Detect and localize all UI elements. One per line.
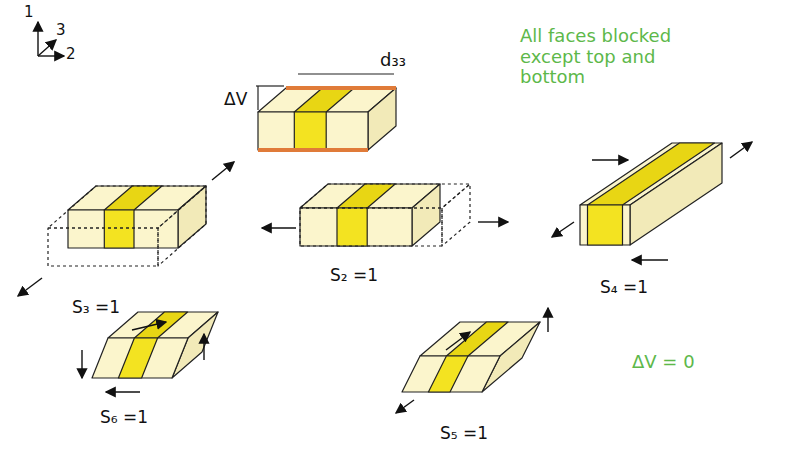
- strain-arrow: [132, 322, 166, 330]
- electrode-stripe: [337, 208, 367, 246]
- electrode-stripe: [134, 312, 187, 338]
- electrode-stripe: [294, 88, 354, 112]
- strain-arrow: [38, 55, 64, 56]
- strain-label: S₆ =1: [100, 408, 148, 428]
- electrode-stripe: [294, 112, 326, 150]
- strain-arrow: [212, 162, 234, 180]
- electrode-stripe: [428, 356, 468, 392]
- strain-label: S₃ =1: [72, 298, 120, 318]
- deformed-outline: [48, 228, 158, 266]
- strain-arrow: [81, 350, 82, 378]
- block-front-face: [68, 210, 178, 248]
- delta-v-bracket: [257, 86, 258, 110]
- block-front-face: [402, 356, 500, 392]
- strain-arrow: [203, 334, 204, 360]
- strain-arrow: [106, 391, 140, 392]
- electrode-stripe: [588, 205, 623, 245]
- electrode-stripe: [104, 186, 162, 210]
- strain-arrow: [262, 227, 296, 228]
- block-front-face: [300, 208, 412, 246]
- strain-arrow: [552, 222, 574, 237]
- strain-arrow: [446, 332, 470, 350]
- d33-bracket: [298, 73, 394, 74]
- strain-arrow: [632, 259, 668, 260]
- axis-label: 1: [24, 4, 34, 21]
- strain-label: S₅ =1: [440, 424, 488, 444]
- strain-arrow: [478, 221, 508, 222]
- block-front-face: [258, 112, 368, 150]
- block-front-face: [92, 338, 188, 378]
- axis-label: 3: [56, 22, 66, 39]
- delta-v-bracket: [256, 85, 284, 86]
- block-side-face: [178, 186, 206, 248]
- strain-arrow: [592, 159, 628, 160]
- deformed-outline: [442, 184, 470, 246]
- block-side-face: [412, 184, 440, 246]
- electrode-stripe: [118, 338, 157, 378]
- strain-arrow: [547, 308, 548, 332]
- top-electrode: [286, 86, 396, 90]
- deformed-outline: [300, 208, 442, 246]
- deformed-outline: [300, 184, 470, 208]
- coefficient-label: d₃₃: [380, 50, 406, 71]
- electrode-stripe: [588, 143, 715, 205]
- electrode-stripe: [446, 322, 508, 356]
- deformed-outline: [158, 186, 206, 266]
- deformed-outline: [48, 186, 206, 228]
- strain-arrow: [18, 278, 42, 296]
- strain-label: S₂ =1: [330, 266, 378, 286]
- bottom-electrode: [258, 148, 368, 152]
- condition-note: All faces blocked except top and bottom: [520, 26, 726, 88]
- strain-label: S₄ =1: [600, 278, 648, 298]
- strain-arrow: [37, 22, 38, 56]
- strain-arrow: [396, 400, 414, 413]
- block-side-face: [368, 88, 396, 150]
- electrode-stripe: [337, 184, 395, 208]
- voltage-label: ΔV: [224, 90, 247, 110]
- electrode-stripe: [104, 210, 134, 248]
- block-front-face: [580, 205, 630, 245]
- condition-note: ΔV = 0: [632, 352, 695, 373]
- axis-label: 2: [66, 46, 76, 63]
- strain-arrow: [38, 40, 56, 56]
- strain-arrow: [730, 142, 752, 158]
